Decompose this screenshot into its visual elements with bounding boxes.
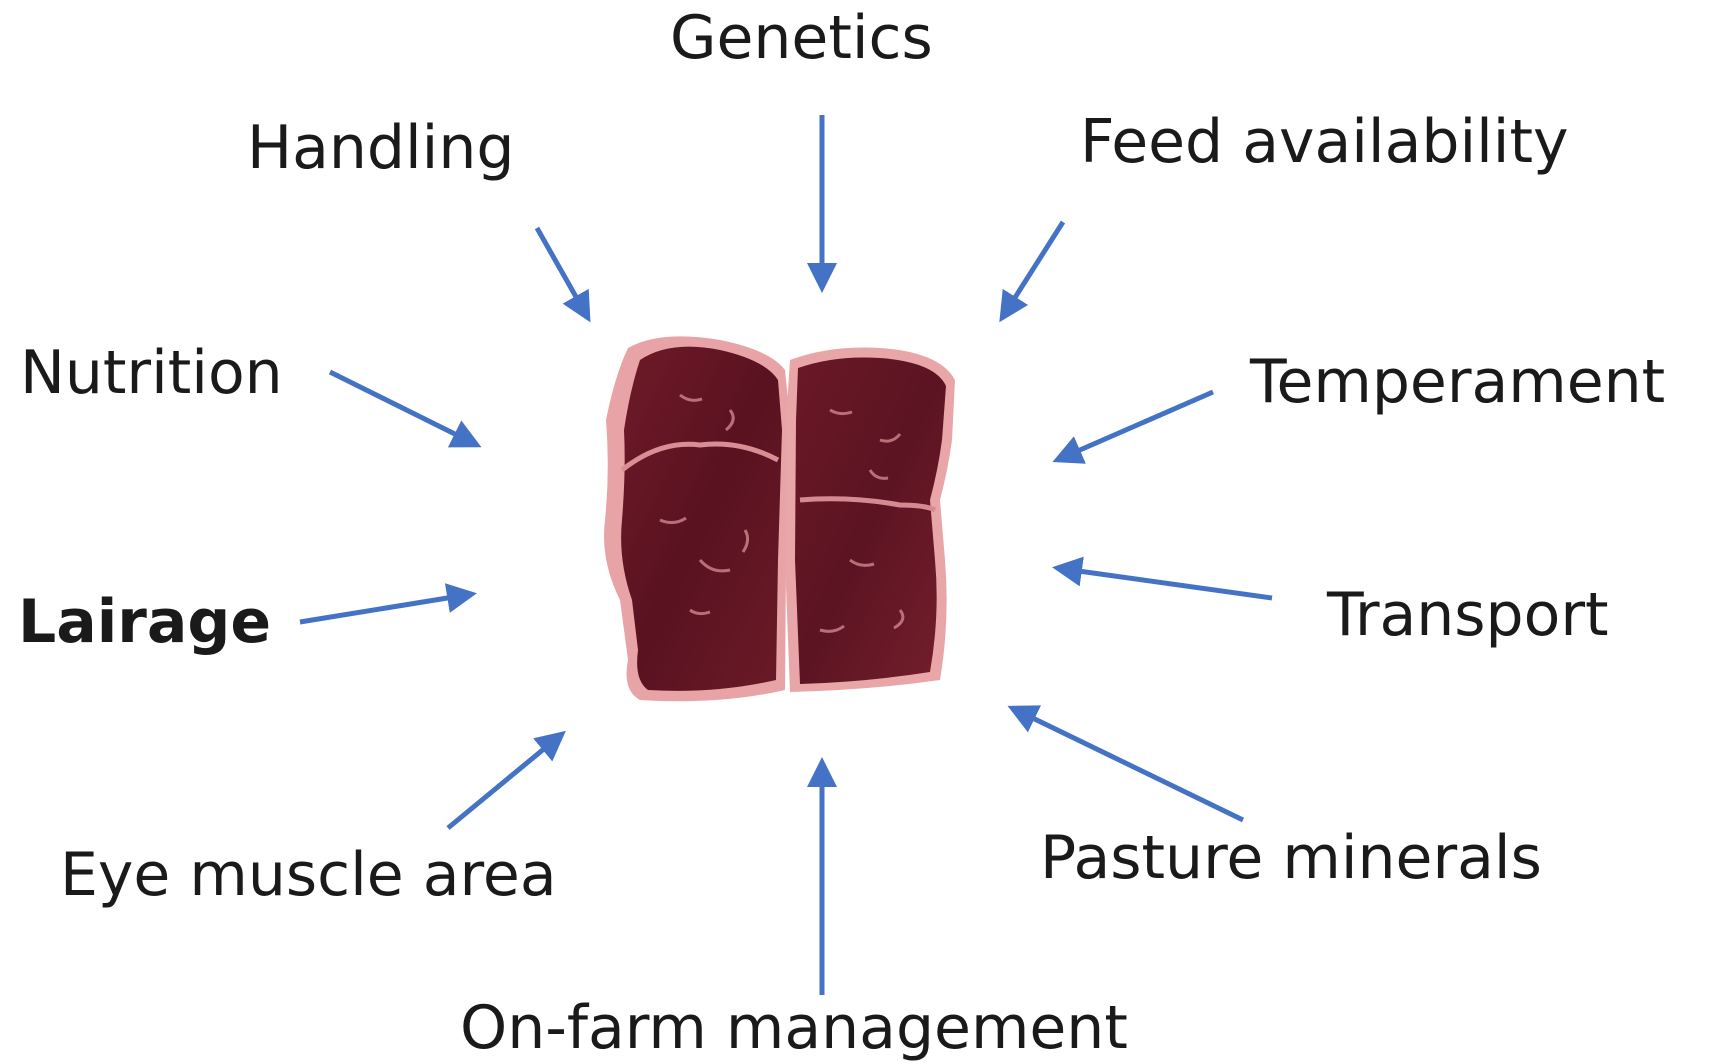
label-feed-availability: Feed availability: [1080, 112, 1569, 172]
arrow-feed-availability: [1002, 222, 1063, 318]
arrow-nutrition: [330, 372, 477, 445]
arrow-transport: [1057, 568, 1272, 598]
arrow-lairage: [300, 594, 472, 622]
label-handling: Handling: [247, 118, 514, 178]
label-transport: Transport: [1327, 585, 1609, 645]
arrow-handling: [537, 228, 588, 318]
arrow-pasture-minerals: [1012, 708, 1243, 820]
label-on-farm-management: On-farm management: [460, 998, 1128, 1058]
label-nutrition: Nutrition: [20, 343, 283, 403]
label-genetics: Genetics: [670, 8, 933, 68]
arrow-eye-muscle-area: [448, 734, 562, 828]
label-temperament: Temperament: [1250, 352, 1665, 412]
label-eye-muscle-area: Eye muscle area: [60, 845, 557, 905]
label-pasture-minerals: Pasture minerals: [1040, 828, 1542, 888]
label-lairage: Lairage: [18, 592, 271, 652]
arrow-temperament: [1057, 392, 1213, 460]
